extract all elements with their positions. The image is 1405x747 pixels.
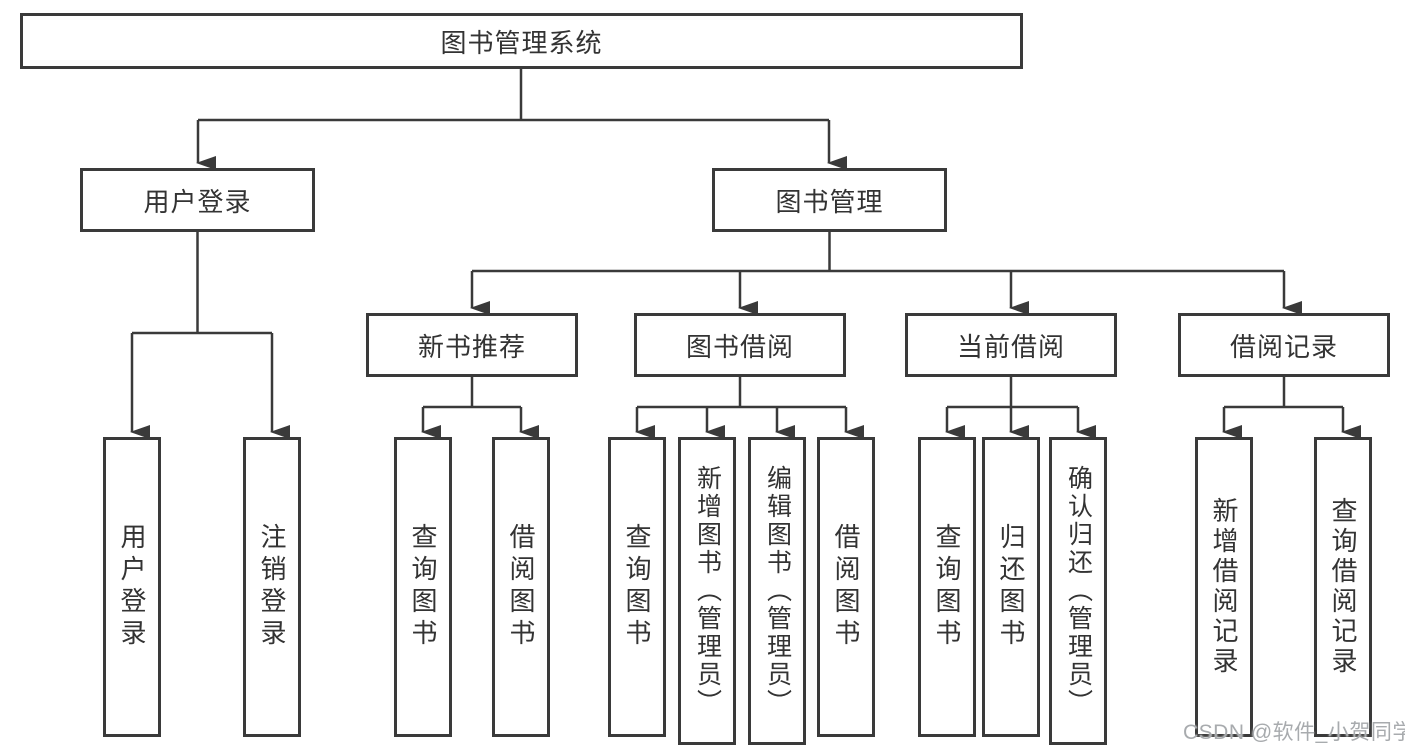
leaf-user-login-label: 用户登录 (117, 523, 147, 651)
node-new-book-recommend-label: 新书推荐 (417, 331, 526, 362)
leaf-borrow-books-recommend-label: 借阅图书 (506, 523, 536, 651)
node-book-management: 图书管理 (712, 168, 947, 232)
leaf-logout: 注销登录 (243, 437, 301, 737)
leaf-confirm-return-admin: 确认归还（管理员） (1049, 437, 1107, 745)
node-root-library-system: 图书管理系统 (20, 13, 1023, 69)
node-book-management-label: 图书管理 (775, 186, 884, 217)
leaf-return-books: 归还图书 (982, 437, 1040, 737)
node-user-login: 用户登录 (80, 168, 315, 232)
leaf-query-books-recommend-label: 查询图书 (408, 523, 438, 651)
node-current-borrowing-label: 当前借阅 (956, 331, 1065, 362)
leaf-query-books-recommend: 查询图书 (394, 437, 452, 737)
leaf-query-books-current: 查询图书 (918, 437, 976, 737)
leaf-confirm-return-admin-label: 确认归还（管理员） (1064, 465, 1093, 717)
node-borrow-records: 借阅记录 (1178, 313, 1390, 377)
leaf-add-books-admin-label: 新增图书（管理员） (693, 465, 722, 717)
node-book-borrowing: 图书借阅 (634, 313, 846, 377)
node-borrow-records-label: 借阅记录 (1229, 331, 1338, 362)
leaf-query-books-borrowing-label: 查询图书 (622, 523, 652, 651)
leaf-query-books-current-label: 查询图书 (932, 523, 962, 651)
leaf-query-borrow-record: 查询借阅记录 (1314, 437, 1372, 737)
leaf-edit-books-admin: 编辑图书（管理员） (748, 437, 806, 745)
leaf-logout-label: 注销登录 (257, 523, 287, 651)
leaf-borrow-books: 借阅图书 (817, 437, 875, 737)
leaf-add-borrow-record-label: 新增借阅记录 (1209, 497, 1239, 677)
node-user-login-label: 用户登录 (143, 186, 252, 217)
node-current-borrowing: 当前借阅 (905, 313, 1117, 377)
leaf-return-books-label: 归还图书 (996, 523, 1026, 651)
leaf-edit-books-admin-label: 编辑图书（管理员） (763, 465, 792, 717)
leaf-borrow-books-label: 借阅图书 (831, 523, 861, 651)
csdn-watermark: CSDN @软件_小贺同学 (1183, 721, 1405, 744)
leaf-add-borrow-record: 新增借阅记录 (1195, 437, 1253, 737)
leaf-query-borrow-record-label: 查询借阅记录 (1328, 497, 1358, 677)
leaf-user-login: 用户登录 (103, 437, 161, 737)
node-book-borrowing-label: 图书借阅 (685, 331, 794, 362)
leaf-borrow-books-recommend: 借阅图书 (492, 437, 550, 737)
leaf-query-books-borrowing: 查询图书 (608, 437, 666, 737)
leaf-add-books-admin: 新增图书（管理员） (678, 437, 736, 745)
node-new-book-recommend: 新书推荐 (366, 313, 578, 377)
node-root-label: 图书管理系统 (440, 27, 603, 58)
